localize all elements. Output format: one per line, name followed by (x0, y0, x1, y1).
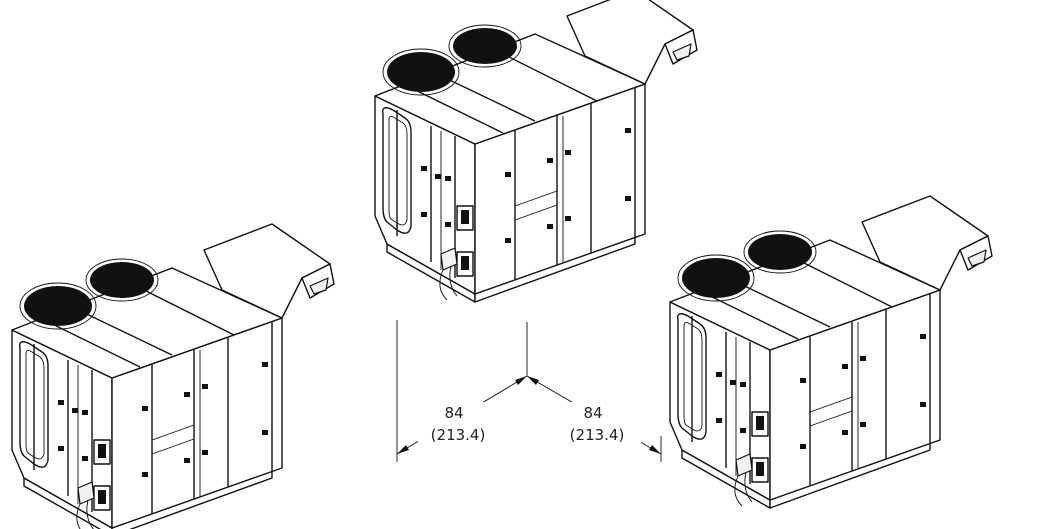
dimension-left-value: 84 (444, 404, 463, 422)
rooftop-unit-left (11, 223, 335, 529)
dimension-right-metric: (213.4) (570, 426, 625, 444)
rooftop-unit-right (669, 195, 993, 509)
rooftop-unit-center (374, 0, 698, 303)
dimension-right-value: 84 (583, 404, 602, 422)
dimension-left-metric: (213.4) (431, 426, 486, 444)
